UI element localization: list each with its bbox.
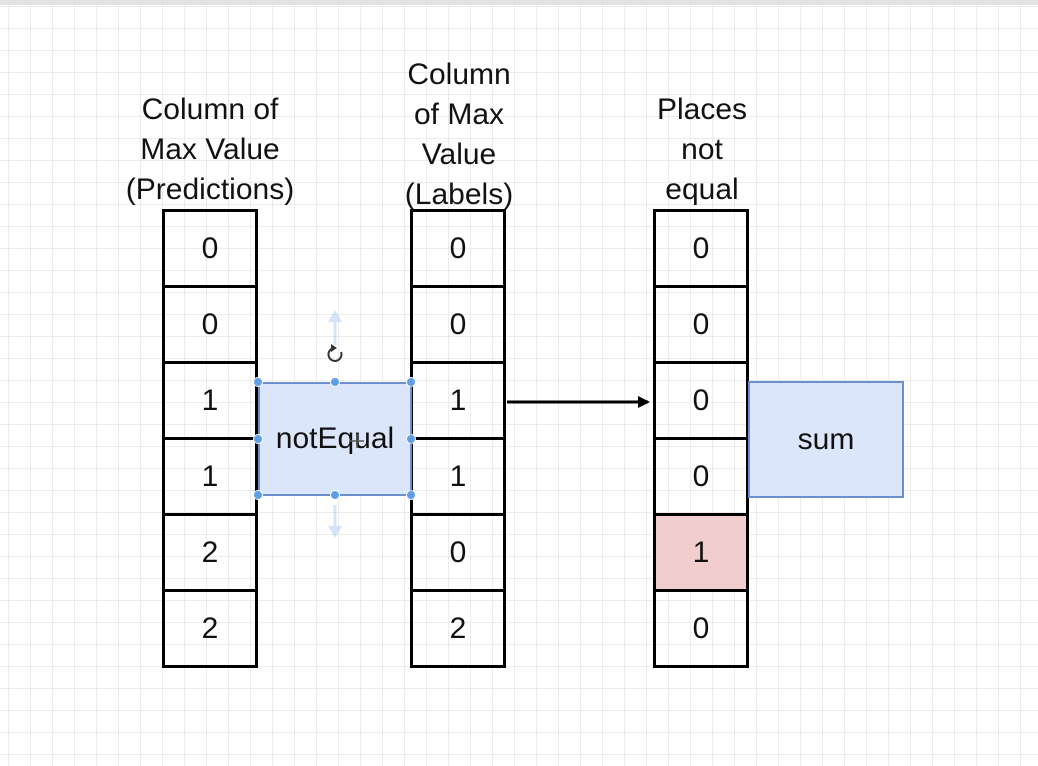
not-equal-header-line: not xyxy=(681,133,723,166)
not-equal-operation-box[interactable]: notEqual xyxy=(258,382,412,496)
labels-cell[interactable]: 2 xyxy=(413,592,503,668)
predictions-header-line: (Predictions) xyxy=(125,173,295,206)
labels-cell[interactable]: 1 xyxy=(413,364,503,440)
not-equal-cell[interactable]: 0 xyxy=(656,364,746,440)
labels-header-line: Column xyxy=(407,58,511,91)
not-equal-header-line: equal xyxy=(665,173,739,206)
labels-header-line: Value xyxy=(421,138,497,171)
labels-column[interactable]: 0 0 1 1 0 2 xyxy=(410,209,506,668)
not-equal-cell[interactable]: 0 xyxy=(656,440,746,516)
predictions-header: Column of Max Value (Predictions) xyxy=(110,90,310,210)
canvas-top-bar xyxy=(0,0,1038,5)
not-equal-header: Places not equal xyxy=(627,90,777,210)
predictions-cell[interactable]: 2 xyxy=(165,592,255,668)
predictions-header-line: Max Value xyxy=(140,133,280,166)
labels-cell[interactable]: 1 xyxy=(413,440,503,516)
resize-handle-bottom[interactable] xyxy=(330,490,340,500)
labels-header-line: (Labels) xyxy=(404,178,514,211)
resize-handle-left[interactable] xyxy=(253,434,263,444)
labels-cell[interactable]: 0 xyxy=(413,212,503,288)
predictions-header-line: Column of xyxy=(141,93,279,126)
resize-handle-bottom-left[interactable] xyxy=(253,490,263,500)
resize-handle-top[interactable] xyxy=(330,377,340,387)
labels-header: Column of Max Value (Labels) xyxy=(384,55,534,215)
not-equal-column[interactable]: 0 0 0 0 1 0 xyxy=(653,209,749,668)
labels-header-line: of Max xyxy=(413,98,505,131)
move-cursor-icon xyxy=(350,434,364,448)
rotate-handle-icon[interactable] xyxy=(327,344,343,362)
not-equal-header-line: Places xyxy=(656,93,748,126)
not-equal-cell-highlighted[interactable]: 1 xyxy=(656,516,746,592)
labels-cell[interactable]: 0 xyxy=(413,516,503,592)
predictions-cell[interactable]: 2 xyxy=(165,516,255,592)
connection-guide-up-icon[interactable] xyxy=(328,310,342,345)
not-equal-cell[interactable]: 0 xyxy=(656,288,746,364)
sum-operation-label: sum xyxy=(797,422,855,456)
predictions-cell[interactable]: 1 xyxy=(165,364,255,440)
resize-handle-top-left[interactable] xyxy=(253,377,263,387)
predictions-cell[interactable]: 1 xyxy=(165,440,255,516)
not-equal-cell[interactable]: 0 xyxy=(656,212,746,288)
predictions-cell[interactable]: 0 xyxy=(165,288,255,364)
labels-cell[interactable]: 0 xyxy=(413,288,503,364)
sum-operation-box[interactable]: sum xyxy=(748,381,904,498)
not-equal-operation-label: notEqual xyxy=(275,422,395,455)
predictions-cell[interactable]: 0 xyxy=(165,212,255,288)
connection-guide-down-icon[interactable] xyxy=(328,505,342,538)
not-equal-cell[interactable]: 0 xyxy=(656,592,746,668)
